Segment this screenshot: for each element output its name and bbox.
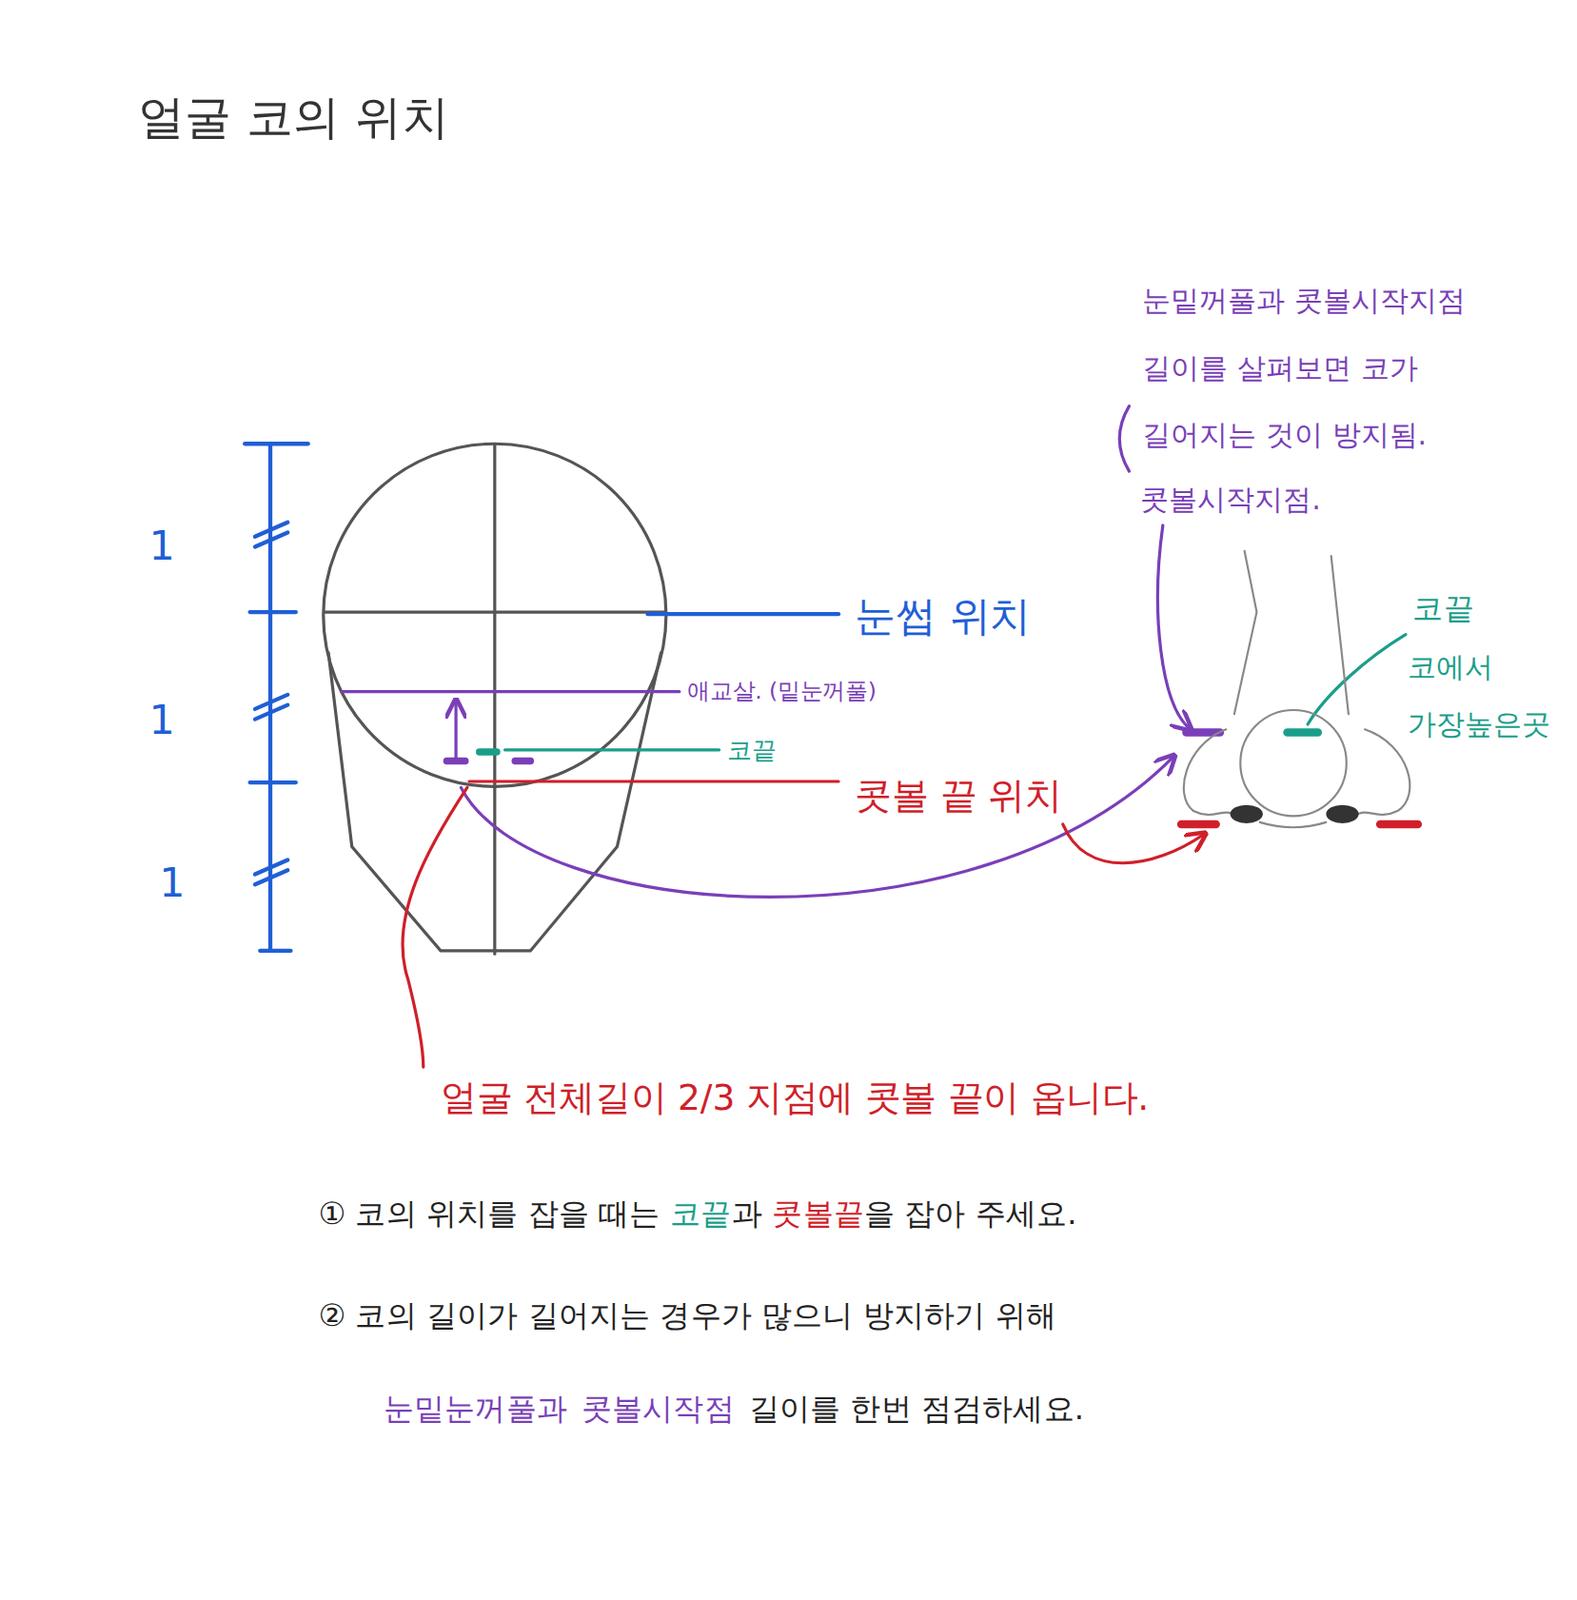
instruction-highlight: 콧볼시작점 [581,1388,735,1431]
eyebrow-label: 눈썹 위치 [854,591,1031,641]
lower-lid-label: 애교살. (밑눈꺼풀) [687,678,876,706]
nose-tip-guide [479,634,1406,752]
instruction-text: 을 잡아 주세요. [864,1192,1078,1235]
instruction-highlight: 콧볼끝 [771,1192,864,1235]
instruction-text: 과 [731,1192,763,1235]
instruction-highlight: 눈밑눈꺼풀과 [383,1388,568,1431]
head-sketch [323,443,667,954]
page-title: 얼굴 코의 위치 [137,89,450,146]
lower-lid-guide [341,406,1221,898]
nose-wing-label: 콧볼 끝 위치 [854,773,1062,818]
instruction-line: ② 코의 길이가 길어지는 경우가 많으니 방지하기 위해 [317,1295,1057,1338]
instruction-text: 길이를 한번 점검하세요. [749,1388,1085,1431]
instruction-text: ② 코의 길이가 길어지는 경우가 많으니 방지하기 위해 [317,1295,1057,1338]
note-text: 눈밑꺼풀과 콧볼시작지점 길이를 살펴보면 코가 길어지는 것이 방지됨. [1142,267,1522,470]
nose-tip-note: 코에서 가장높은곳 [1407,638,1571,753]
rule-text: 얼굴 전체길이 2/3 지점에 콧볼 끝이 옵니다. [440,1076,1149,1120]
ratio-mark: 1 [148,694,175,744]
nose-wing-guide [402,781,1419,1067]
nose-sketch [1183,551,1411,828]
instruction-line: 눈밑눈꺼풀과 콧볼시작점 길이를 한번 점검하세요. [383,1388,1085,1431]
nose-tip-label: 코끝 [1412,590,1474,628]
nose-tip-label: 코끝 [727,735,776,766]
instruction-line: ① 코의 위치를 잡을 때는코끝과콧볼끝을 잡아 주세요. [317,1192,1077,1235]
ratio-mark: 1 [148,521,175,571]
instruction-text: ① 코의 위치를 잡을 때는 [317,1192,660,1235]
wing-start-label: 콧볼시작지점. [1140,482,1321,517]
ratio-mark: 1 [158,857,185,907]
instruction-highlight: 코끝 [670,1192,731,1235]
